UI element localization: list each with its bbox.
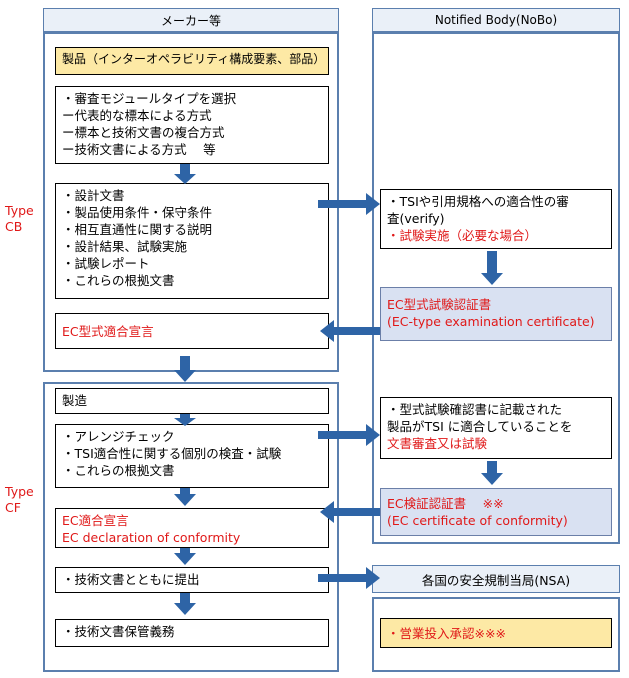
ec-type-declaration-box: EC型式適合宣言 — [55, 313, 329, 349]
nobo-panel — [372, 32, 620, 544]
manufacturer-header: メーカー等 — [43, 8, 339, 32]
module-selection-box: ・審査モジュールタイプを選択 ー代表的な標本による方式 ー標本と技術文書の複合方… — [55, 86, 329, 164]
ec-type-certificate-box: EC型式試験認証書 (EC-type examination certifica… — [380, 287, 612, 341]
tsi-verify-line2: 査(verify) — [387, 211, 445, 226]
type-cf-label: Type CF — [5, 484, 39, 516]
product-box-text: 製品（インターオペラビリティ構成要素、部品） — [62, 52, 326, 66]
document-review-line2: 製品がTSI に適合していることを — [387, 419, 573, 434]
nsa-panel — [372, 597, 620, 672]
arrow-down-manufacture-to-check — [174, 414, 196, 426]
nsa-header: 各国の安全規制当局(NSA) — [372, 565, 620, 593]
ec-verification-certificate-box: EC検証認証書 ※※ (EC certificate of conformity… — [380, 488, 612, 536]
ec-type-declaration-text: EC型式適合宣言 — [62, 323, 154, 339]
ec-declaration-line2: EC declaration of conformity — [62, 530, 241, 545]
arrow-down-check-to-decl — [174, 488, 196, 506]
arrow-left-cert-to-ec-decl — [320, 501, 380, 523]
ec-declaration-line1: EC適合宣言 — [62, 513, 129, 528]
approval-text: ・営業投入承認※※※ — [387, 626, 506, 641]
inspection-line-2: ・TSI適合性に関する個別の検査・試験 — [62, 446, 282, 461]
arrow-right-check-to-review — [318, 424, 380, 446]
design-line-4: ・設計結果、試験実施 — [62, 239, 188, 254]
design-documents-box: ・設計文書 ・製品使用条件・保守条件 ・相互直通性に関する説明 ・設計結果、試験… — [55, 183, 329, 299]
tsi-verify-box: ・TSIや引用規格への適合性の審 査(verify) ・試験実施（必要な場合） — [380, 189, 612, 249]
nobo-header: Notified Body(NoBo) — [372, 8, 620, 32]
document-review-line3: 文書審査又は試験 — [387, 436, 488, 451]
inspection-box: ・アレンジチェック ・TSI適合性に関する個別の検査・試験 ・これらの根拠文書 — [55, 424, 329, 488]
arrow-down-verify-to-cert — [481, 251, 503, 285]
design-line-3: ・相互直通性に関する説明 — [62, 222, 213, 237]
arrow-left-cert-to-decl — [320, 320, 380, 342]
design-line-1: ・設計文書 — [62, 188, 125, 203]
arrow-down-panel-transition — [174, 356, 196, 382]
module-line-2: ー代表的な標本による方式 — [62, 108, 212, 123]
ec-verification-certificate-subtitle: (EC certificate of conformity) — [387, 513, 568, 528]
keep-documents-text: ・技術文書保管義務 — [62, 624, 175, 639]
manufacturer-panel-bottom — [43, 382, 339, 672]
design-line-5: ・試験レポート — [62, 256, 150, 271]
arrow-right-design-to-verify — [318, 193, 380, 215]
keep-documents-box: ・技術文書保管義務 — [55, 619, 329, 647]
ec-verification-certificate-title: EC検証認証書 ※※ — [387, 496, 504, 511]
manufacturer-header-text: メーカー等 — [160, 13, 221, 28]
arrow-down-review-to-cert — [481, 461, 503, 485]
document-review-box: ・型式試験確認書に記載された 製品がTSI に適合していることを 文書審査又は試… — [380, 397, 612, 459]
module-line-3: ー標本と技術文書の複合方式 — [62, 125, 225, 140]
type-cf-line1: Type — [5, 484, 34, 499]
arrow-right-submit-to-nsa — [318, 567, 380, 589]
design-line-2: ・製品使用条件・保守条件 — [62, 205, 213, 220]
submit-text: ・技術文書とともに提出 — [62, 572, 200, 587]
design-line-6: ・これらの根拠文書 — [62, 273, 175, 288]
type-cb-line1: Type — [5, 203, 34, 218]
ec-type-certificate-subtitle: (EC-type examination certificate) — [387, 314, 595, 329]
type-cb-label: Type CB — [5, 203, 39, 235]
submit-box: ・技術文書とともに提出 — [55, 567, 329, 593]
tsi-verify-line3: ・試験実施（必要な場合） — [387, 228, 538, 243]
arrow-down-submit-to-keep — [174, 593, 196, 615]
nsa-header-text: 各国の安全規制当局(NSA) — [421, 572, 571, 588]
arrow-down-module-to-design — [174, 164, 196, 184]
ec-declaration-box: EC適合宣言 EC declaration of conformity — [55, 508, 329, 548]
type-cf-line2: CF — [5, 500, 21, 515]
manufacture-text: 製造 — [62, 393, 88, 408]
module-line-4: ー技術文書による方式 等 — [62, 142, 216, 157]
document-review-line1: ・型式試験確認書に記載された — [387, 402, 563, 417]
inspection-line-3: ・これらの根拠文書 — [62, 463, 175, 478]
type-cb-line2: CB — [5, 219, 23, 234]
tsi-verify-line1: ・TSIや引用規格への適合性の審 — [387, 194, 569, 209]
nobo-header-text: Notified Body(NoBo) — [434, 13, 558, 27]
inspection-line-1: ・アレンジチェック — [62, 429, 175, 444]
manufacture-box: 製造 — [55, 388, 329, 414]
module-line-1: ・審査モジュールタイプを選択 — [62, 91, 237, 106]
ec-type-certificate-title: EC型式試験認証書 — [387, 297, 492, 312]
product-box: 製品（インターオペラビリティ構成要素、部品） — [55, 47, 329, 75]
approval-box: ・営業投入承認※※※ — [380, 618, 612, 648]
arrow-down-decl-to-submit — [174, 548, 196, 565]
